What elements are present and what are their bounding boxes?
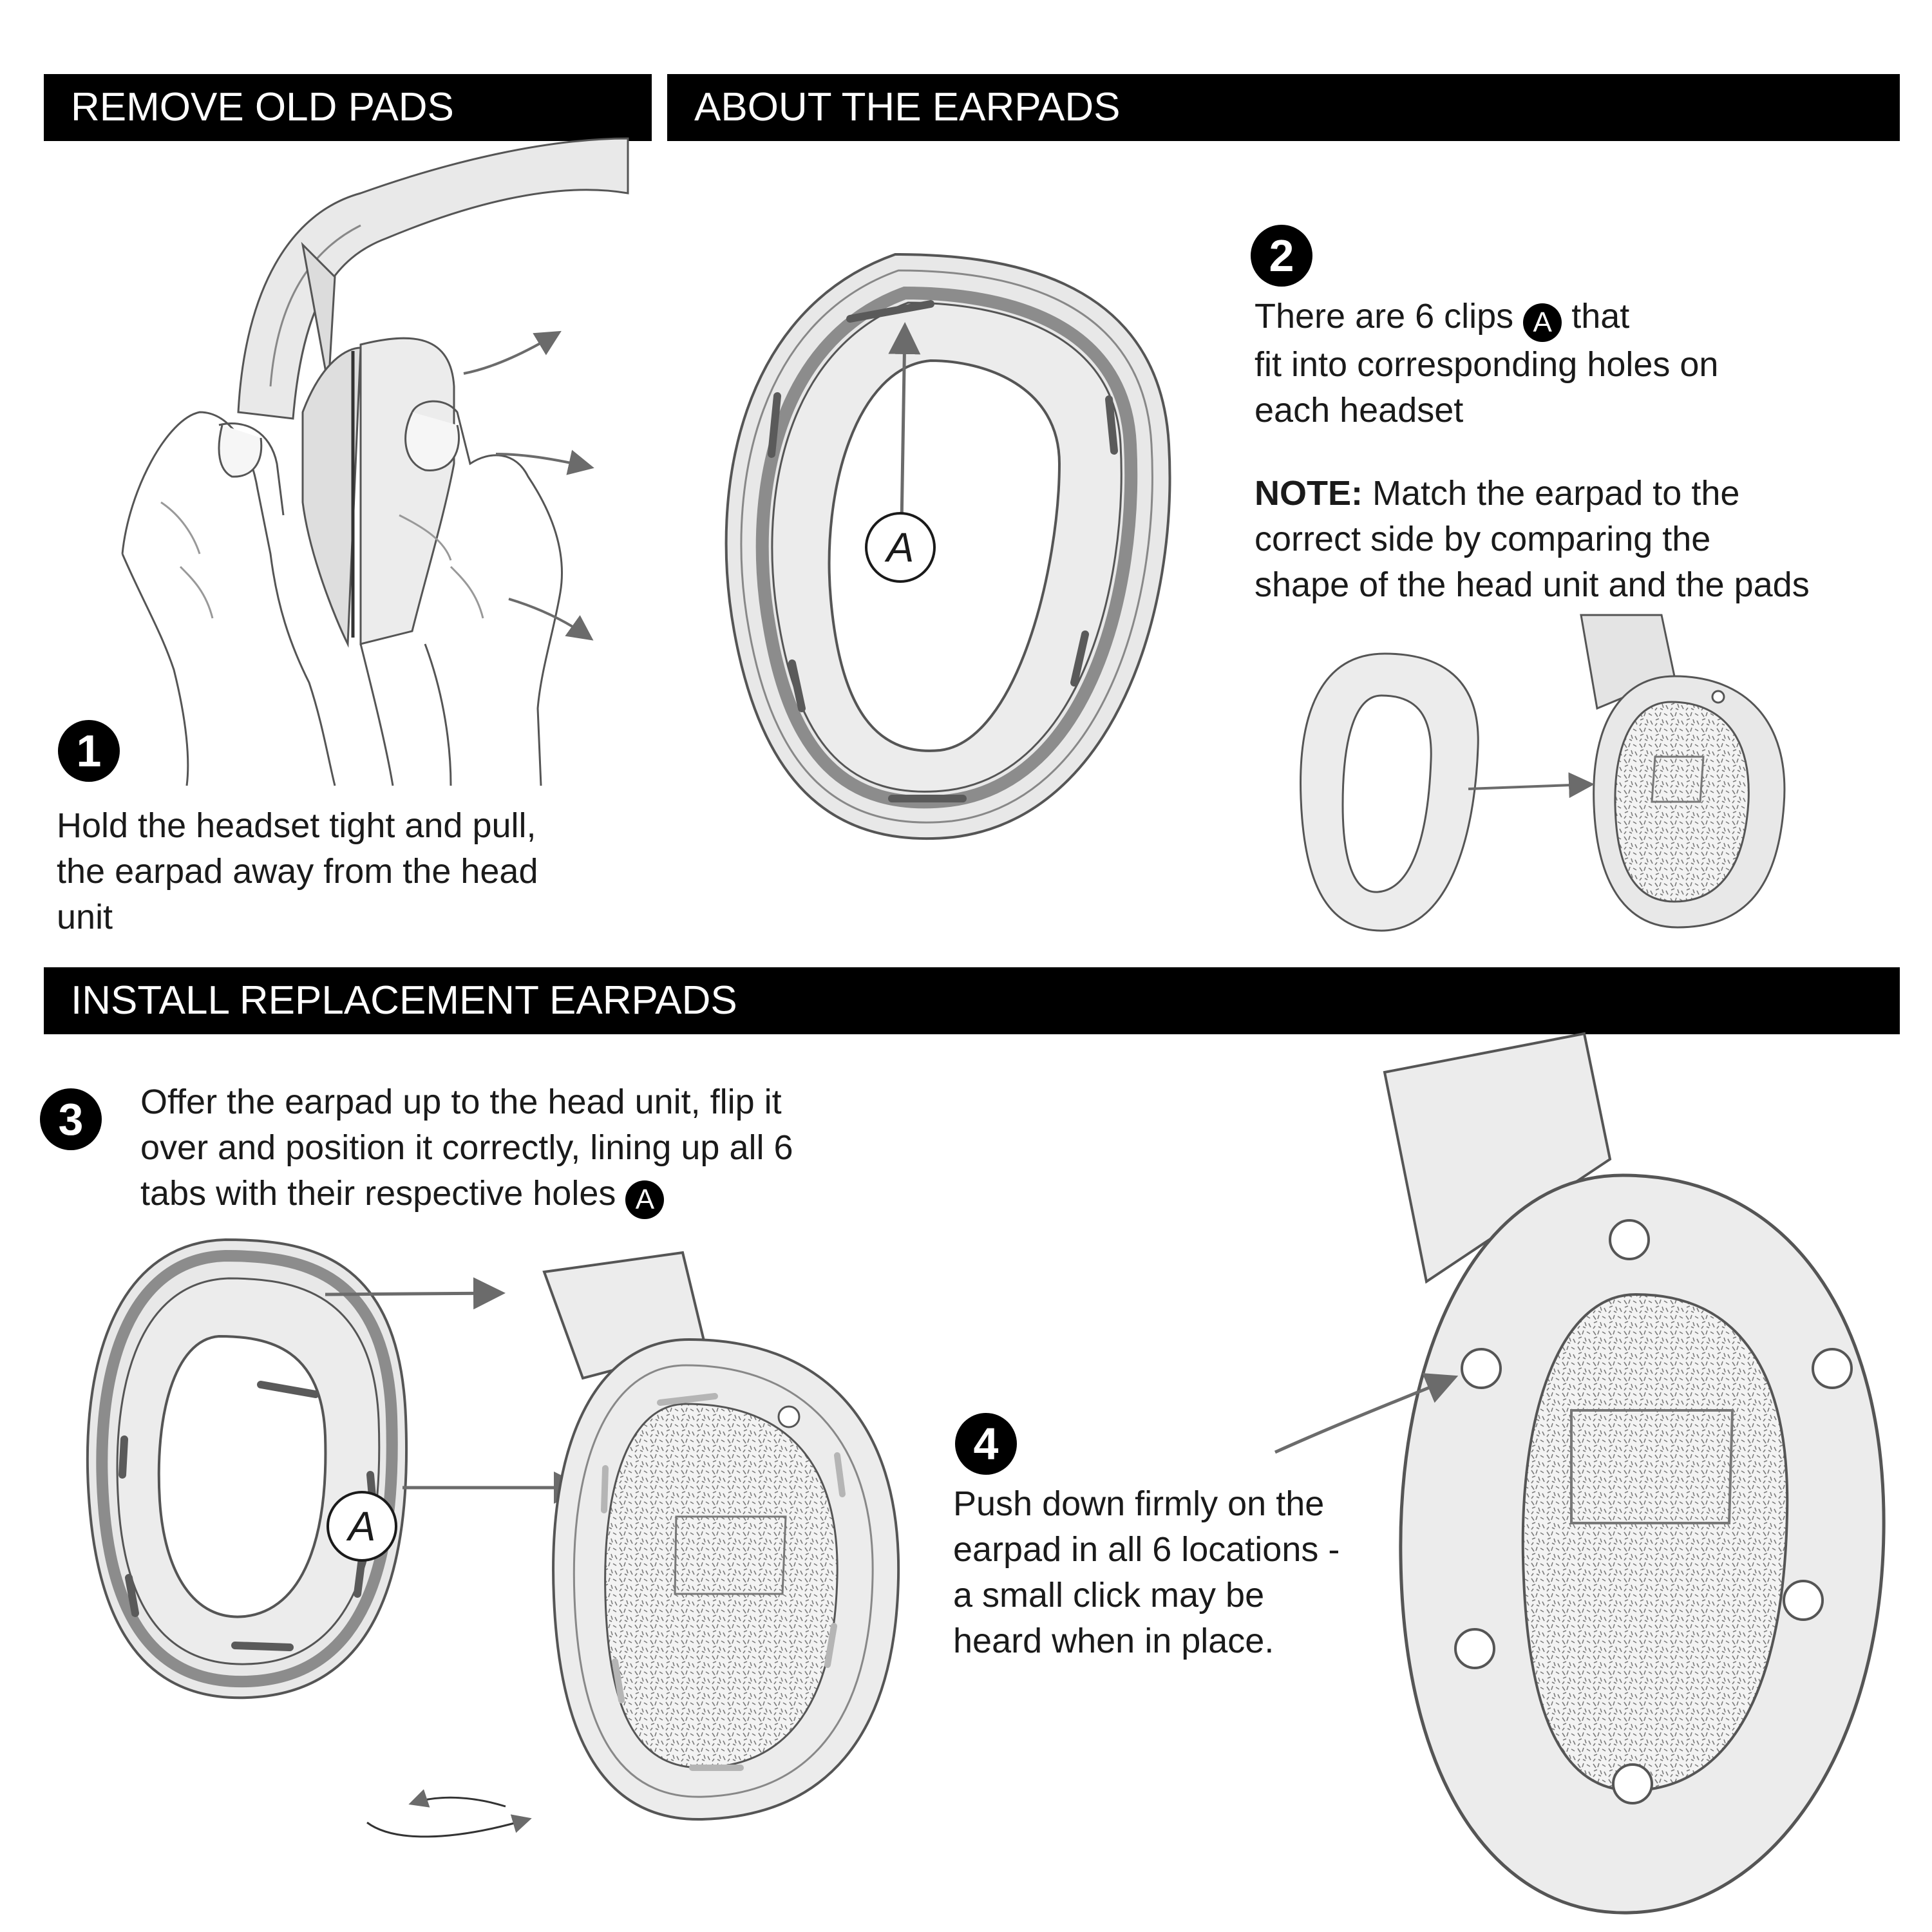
step-2-note: NOTE: Match the earpad to the correct si… (1255, 471, 1810, 608)
side-match-illustration (1300, 614, 1786, 932)
step-2-line: each headset (1255, 391, 1464, 430)
clip-callout-label: A (884, 524, 914, 571)
step-3-text: Offer the earpad up to the head unit, fl… (140, 1079, 793, 1219)
install-clip-callout-circle (327, 1491, 397, 1562)
clip-marker-inline: A (1523, 303, 1562, 342)
note-line: NOTE: Match the earpad to the (1255, 471, 1810, 516)
install-press-illustration (1274, 1032, 1886, 1915)
step-2-clips-after: that (1571, 297, 1630, 336)
note-line: shape of the head unit and the pads (1255, 565, 1810, 604)
step-1-line: unit (57, 898, 113, 936)
note-label: NOTE: (1255, 474, 1363, 513)
hole-marker-inline: A (625, 1180, 665, 1219)
note-line: correct side by comparing the (1255, 520, 1711, 558)
step-1-text: Hold the headset tight and pull, the ear… (57, 803, 538, 940)
clip-callout-circle (865, 512, 936, 583)
step-3-line: tabs with their respective holes A (140, 1171, 793, 1219)
step-4-badge: 4 (955, 1413, 1017, 1475)
header-remove-old-pads: REMOVE OLD PADS (44, 74, 652, 141)
step-1-badge: 1 (58, 720, 120, 782)
step-1-line: the earpad away from the head (57, 852, 538, 891)
hole-marker-upper-left (1461, 1348, 1502, 1389)
step-3-holes-text: tabs with their respective holes (140, 1174, 616, 1213)
note-text: Match the earpad to the (1372, 474, 1740, 513)
earpad-large-illustration: A (724, 252, 1171, 840)
install-flip-illustration: A (86, 1238, 900, 1838)
step-3-line: Offer the earpad up to the head unit, fl… (140, 1083, 782, 1121)
headset-hands-illustration (121, 137, 629, 786)
step-4-line: a small click may be (953, 1576, 1265, 1615)
step-2-line: fit into corresponding holes on (1255, 345, 1719, 384)
hole-marker-lower-right (1783, 1580, 1824, 1621)
hole-marker-bottom (1612, 1763, 1653, 1804)
step-1-line: Hold the headset tight and pull, (57, 806, 536, 845)
install-clip-callout-label: A (346, 1503, 376, 1549)
step-4-line: heard when in place. (953, 1622, 1274, 1660)
step-4-text: Push down firmly on the earpad in all 6 … (953, 1481, 1340, 1664)
step-2-badge: 2 (1251, 225, 1312, 287)
header-install-replacement: INSTALL REPLACEMENT EARPADS (44, 967, 1900, 1034)
step-4-line: Push down firmly on the (953, 1484, 1325, 1523)
step-2-line: There are 6 clips A that (1255, 294, 1718, 342)
header-about-earpads: ABOUT THE EARPADS (667, 74, 1900, 141)
step-3-badge: 3 (40, 1088, 102, 1150)
step-2-clips-before: There are 6 clips (1255, 297, 1514, 336)
hole-marker-top (1609, 1219, 1650, 1260)
step-3-line: over and position it correctly, lining u… (140, 1128, 793, 1167)
hole-marker-upper-right (1812, 1348, 1853, 1389)
step-4-line: earpad in all 6 locations - (953, 1530, 1340, 1569)
hole-marker-lower-left (1454, 1628, 1495, 1669)
step-2-text: There are 6 clips A that fit into corres… (1255, 294, 1718, 433)
